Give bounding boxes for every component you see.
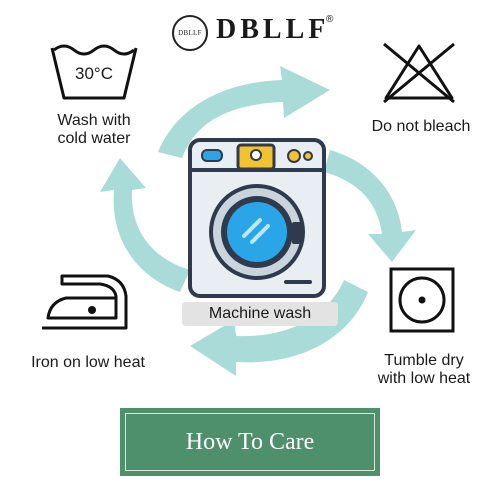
bleach-label: Do not bleach [371,118,471,135]
tumble-label: Tumble dry with low heat [368,352,480,388]
tumble-label-line2: with low heat [377,370,471,387]
arrow-bottom [190,280,368,376]
machine-knob [250,149,262,161]
wash-tub-icon [50,44,138,100]
arrow-top [158,66,330,158]
arrow-left [100,158,190,292]
machine-display [201,149,223,162]
brand-logo: DBLLF [172,15,208,51]
brand-name: DBLLF [216,14,330,45]
wash-temperature: 30°C [75,64,113,83]
iron-low-heat-icon [42,274,128,330]
machine-drum [227,202,287,262]
washing-machine-icon [188,138,326,298]
tumble-dry-low-icon [389,267,455,333]
how-to-care-text: How To Care [125,413,375,471]
no-bleach-triangle-icon [383,42,455,104]
arrow-right [324,150,416,262]
iron-label: Iron on low heat [31,354,145,371]
tumble-label-line1: Tumble dry [384,352,464,369]
wash-label-line1: Wash with [57,112,131,129]
wash-label: Wash with cold water [32,112,156,148]
how-to-care-banner: How To Care [120,408,380,476]
wash-label-line2: cold water [57,130,131,147]
registered-mark: ® [326,14,334,25]
machine-wash-label: Machine wash [182,302,338,326]
